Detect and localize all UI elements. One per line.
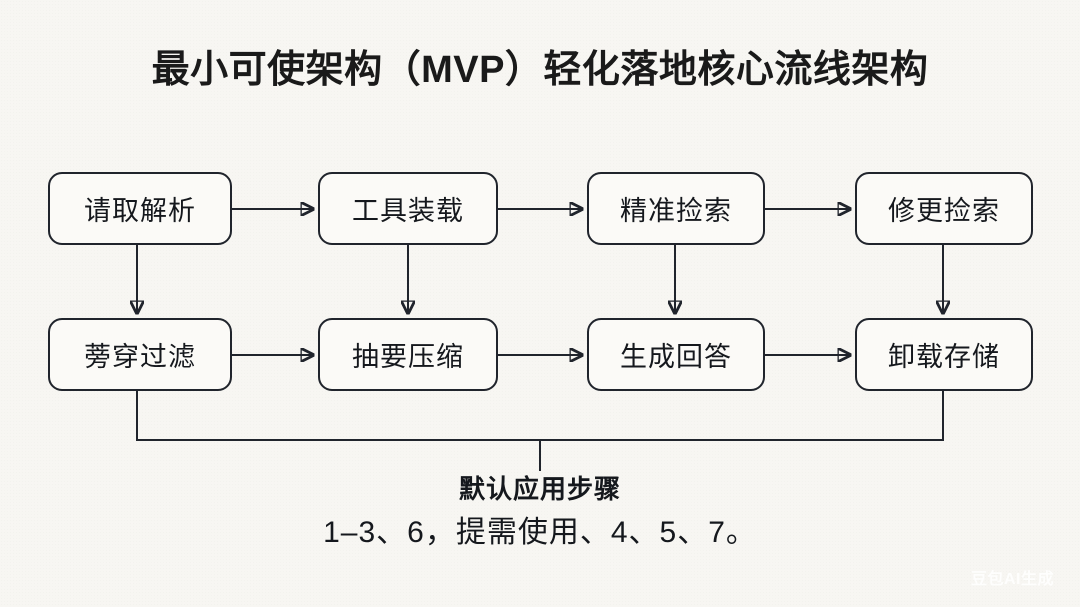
flow-node-4-label: 修更捡索 [888, 196, 1000, 226]
flow-node-8[interactable]: 卸载存储 [855, 318, 1033, 391]
flow-node-5[interactable]: 蒡穿过滤 [48, 318, 232, 391]
caption-detail: 1–3、6，提需使用、4、5、7。 [323, 515, 757, 549]
page-title: 最小可使架构（MVP）轻化落地核心流线架构 [151, 49, 929, 91]
caption-heading: 默认应用步骤 [458, 474, 621, 504]
flow-node-7-label: 生成回答 [620, 342, 732, 372]
flow-node-2-label: 工具装载 [352, 196, 464, 226]
watermark-label: 豆包AI生成 [970, 571, 1054, 588]
flow-node-7[interactable]: 生成回答 [587, 318, 765, 391]
flow-node-4[interactable]: 修更捡索 [855, 172, 1033, 245]
flow-node-1-label: 请取解析 [84, 196, 196, 226]
flow-node-6[interactable]: 抽要压缩 [318, 318, 498, 391]
edge-bracket-to-caption [136, 391, 944, 441]
flow-node-6-label: 抽要压缩 [352, 342, 464, 372]
flow-node-5-label: 蒡穿过滤 [84, 342, 196, 372]
flow-node-1[interactable]: 请取解析 [48, 172, 232, 245]
flow-node-3[interactable]: 精准捡索 [587, 172, 765, 245]
flow-node-2[interactable]: 工具装载 [318, 172, 498, 245]
flow-node-3-label: 精准捡索 [620, 196, 732, 226]
caption-block: 默认应用步骤 1–3、6，提需使用、4、5、7。 [0, 473, 1080, 551]
flow-node-8-label: 卸载存储 [888, 342, 1000, 372]
